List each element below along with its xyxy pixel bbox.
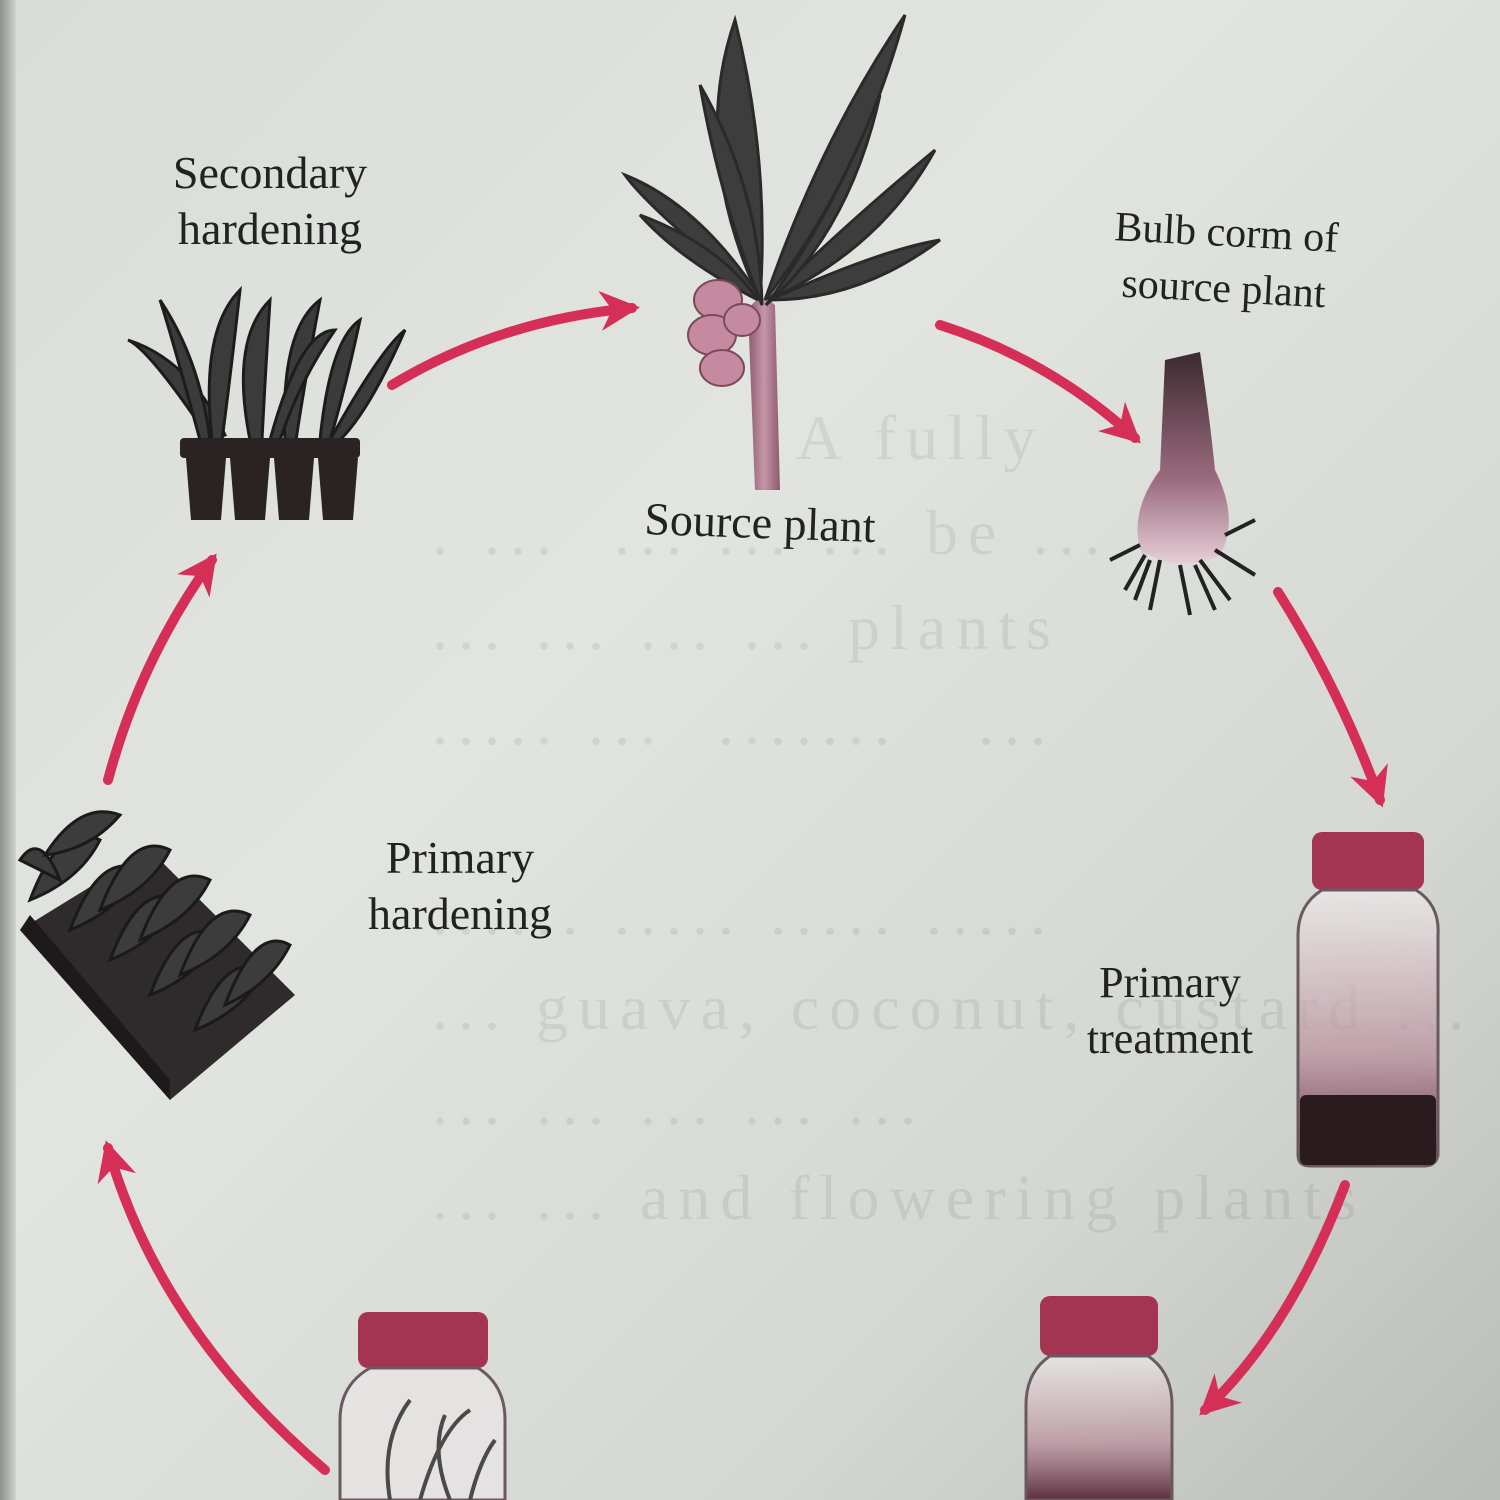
- show-through-text: A fully . ... ... ... ... be ... ... ...…: [432, 402, 1464, 1233]
- plantlet-jar-icon: [338, 1312, 507, 1500]
- potted-plants-icon: [127, 285, 407, 520]
- corm-icon: [1109, 352, 1257, 616]
- arrow-source-plant-to-bulb-corm: [935, 320, 1141, 444]
- label-primary-treatment: Primary treatment: [1086, 958, 1254, 1063]
- arrow-primary-hardening-to-secondary-hardening: [103, 553, 217, 785]
- jar-icon: [1296, 832, 1440, 1168]
- page-edge: [0, 0, 16, 1500]
- banana-tree-icon: [620, 14, 941, 490]
- label-bulb-corm: Bulb corm of source plant: [1113, 204, 1340, 318]
- label-source-plant: Source plant: [643, 492, 877, 553]
- arrow-bulb-corm-to-primary-treatment: [1273, 587, 1388, 808]
- arrow-primary-treatment-to-culture-jar: [1199, 1180, 1350, 1416]
- label-secondary-hardening: Secondary hardening: [172, 147, 368, 254]
- arrow-plantlet-jar-to-primary-hardening: [97, 1140, 330, 1475]
- arrow-secondary-hardening-to-source-plant: [387, 290, 640, 390]
- culture-jar-icon: [1024, 1296, 1174, 1500]
- seedling-tray-icon: [17, 810, 295, 1100]
- label-primary-hardening: Primary hardening: [368, 832, 552, 939]
- cycle-arrows: [97, 290, 1388, 1475]
